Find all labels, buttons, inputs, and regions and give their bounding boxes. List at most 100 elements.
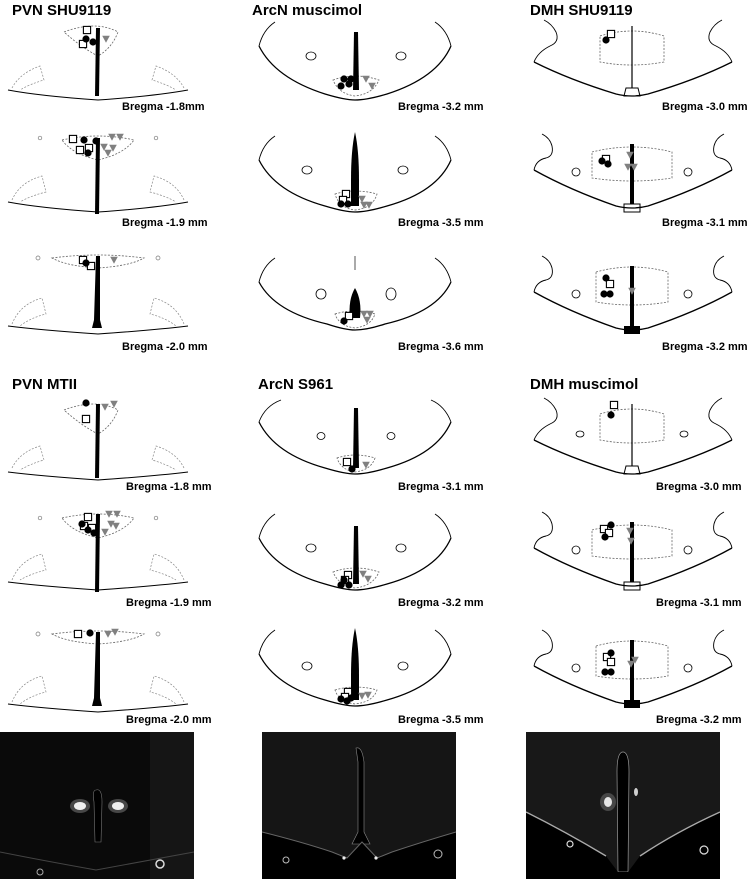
injection-site-triangle-marker — [101, 403, 109, 411]
injection-site-circle-marker — [80, 136, 88, 144]
injection-site-triangle-marker — [362, 461, 370, 469]
injection-site-triangle-marker — [360, 310, 368, 318]
injection-site-triangle-marker — [624, 163, 632, 171]
arcn-atlas-section — [258, 399, 452, 475]
injection-site-circle-marker — [601, 533, 609, 541]
bregma-label: Bregma -3.1 mm — [398, 481, 484, 493]
injection-site-square-marker — [82, 25, 92, 35]
injection-site-circle-marker — [89, 38, 97, 46]
dmh-photomicrograph — [526, 732, 720, 879]
bregma-label: Bregma -2.0 mm — [122, 341, 208, 353]
arcn-atlas-section — [258, 513, 452, 591]
injection-site-triangle-marker — [627, 660, 635, 668]
bregma-label: Bregma -3.2 mm — [662, 341, 748, 353]
injection-site-circle-marker — [78, 520, 86, 528]
injection-site-triangle-marker — [105, 510, 113, 518]
injection-site-triangle-marker — [631, 656, 639, 664]
injection-site-square-marker — [68, 134, 78, 144]
injection-site-triangle-marker — [358, 692, 366, 700]
dmh-atlas-section — [533, 133, 733, 213]
injection-site-triangle-marker — [107, 520, 115, 528]
injection-site-circle-marker — [84, 149, 92, 157]
title-pvn-shu9119: PVN SHU9119 — [12, 2, 112, 19]
injection-site-triangle-marker — [111, 628, 119, 636]
dmh-atlas-section — [533, 255, 733, 334]
injection-site-triangle-marker — [360, 201, 368, 209]
injection-site-triangle-marker — [359, 570, 367, 578]
injection-site-circle-marker — [82, 35, 90, 43]
injection-site-square-marker — [75, 145, 85, 155]
bregma-label: Bregma -3.0 mm — [662, 101, 748, 113]
title-dmh-muscimol: DMH muscimol — [530, 376, 639, 393]
dmh-atlas-section — [533, 397, 733, 475]
injection-site-circle-marker — [90, 529, 98, 537]
bregma-label: Bregma -3.2 mm — [656, 714, 742, 726]
injection-site-triangle-marker — [626, 151, 634, 159]
injection-site-triangle-marker — [110, 400, 118, 408]
injection-site-circle-marker — [602, 274, 610, 282]
title-dmh-shu9119: DMH SHU9119 — [530, 2, 633, 19]
injection-site-circle-marker — [344, 200, 352, 208]
injection-site-circle-marker — [337, 695, 345, 703]
injection-site-circle-marker — [345, 581, 353, 589]
injection-site-circle-marker — [607, 649, 615, 657]
injection-site-circle-marker — [600, 290, 608, 298]
injection-site-square-marker — [81, 414, 91, 424]
injection-site-circle-marker — [602, 36, 610, 44]
bregma-label: Bregma -1.9 mm — [126, 597, 212, 609]
bregma-label: Bregma -3.5 mm — [398, 714, 484, 726]
injection-site-square-marker — [605, 279, 615, 289]
injection-site-circle-marker — [84, 526, 92, 534]
bregma-label: Bregma -1.9 mm — [122, 217, 208, 229]
injection-site-circle-marker — [337, 200, 345, 208]
injection-site-triangle-marker — [110, 256, 118, 264]
injection-site-triangle-marker — [112, 522, 120, 530]
injection-site-triangle-marker — [364, 691, 372, 699]
injection-site-circle-marker — [345, 80, 353, 88]
pvn-atlas-section — [7, 254, 189, 335]
injection-site-circle-marker — [348, 465, 356, 473]
bregma-label: Bregma -2.0 mm — [126, 714, 212, 726]
title-arcn-muscimol: ArcN muscimol — [252, 2, 363, 19]
arcn-atlas-section — [258, 628, 452, 707]
injection-site-triangle-marker — [101, 528, 109, 536]
injection-site-triangle-marker — [628, 287, 636, 295]
injection-site-triangle-marker — [362, 75, 370, 83]
injection-site-square-marker — [606, 657, 616, 667]
injection-site-circle-marker — [347, 694, 355, 702]
dmh-atlas-section — [533, 629, 733, 708]
injection-site-circle-marker — [607, 521, 615, 529]
arcn-atlas-section — [258, 21, 452, 101]
bregma-label: Bregma -3.0 mm — [656, 481, 742, 493]
arcn-atlas-section — [258, 256, 452, 331]
injection-site-square-marker — [609, 400, 619, 410]
injection-site-triangle-marker — [113, 510, 121, 518]
injection-site-triangle-marker — [100, 143, 108, 151]
bregma-label: Bregma -1.8 mm — [126, 481, 212, 493]
injection-site-circle-marker — [337, 82, 345, 90]
dmh-atlas-section — [533, 19, 733, 97]
bregma-label: Bregma -3.6 mm — [398, 341, 484, 353]
bregma-label: Bregma -3.2 mm — [398, 597, 484, 609]
injection-site-triangle-marker — [364, 575, 372, 583]
injection-site-circle-marker — [604, 160, 612, 168]
injection-site-triangle-marker — [368, 82, 376, 90]
injection-site-triangle-marker — [627, 537, 635, 545]
injection-site-circle-marker — [82, 259, 90, 267]
injection-site-circle-marker — [340, 75, 348, 83]
bregma-label: Bregma -3.5 mm — [398, 217, 484, 229]
injection-site-triangle-marker — [104, 630, 112, 638]
arcn-photomicrograph — [262, 732, 456, 879]
injection-site-circle-marker — [340, 317, 348, 325]
title-arcn-s961: ArcN S961 — [258, 376, 334, 393]
bregma-label: Bregma -3.1 mm — [656, 597, 742, 609]
injection-site-triangle-marker — [366, 310, 374, 318]
injection-site-triangle-marker — [363, 316, 371, 324]
title-pvn-mtii: PVN MTII — [12, 376, 78, 393]
injection-site-triangle-marker — [109, 144, 117, 152]
bregma-label: Bregma -3.1 mm — [662, 217, 748, 229]
injection-site-square-marker — [83, 512, 93, 522]
injection-site-circle-marker — [607, 668, 615, 676]
injection-site-circle-marker — [92, 137, 100, 145]
